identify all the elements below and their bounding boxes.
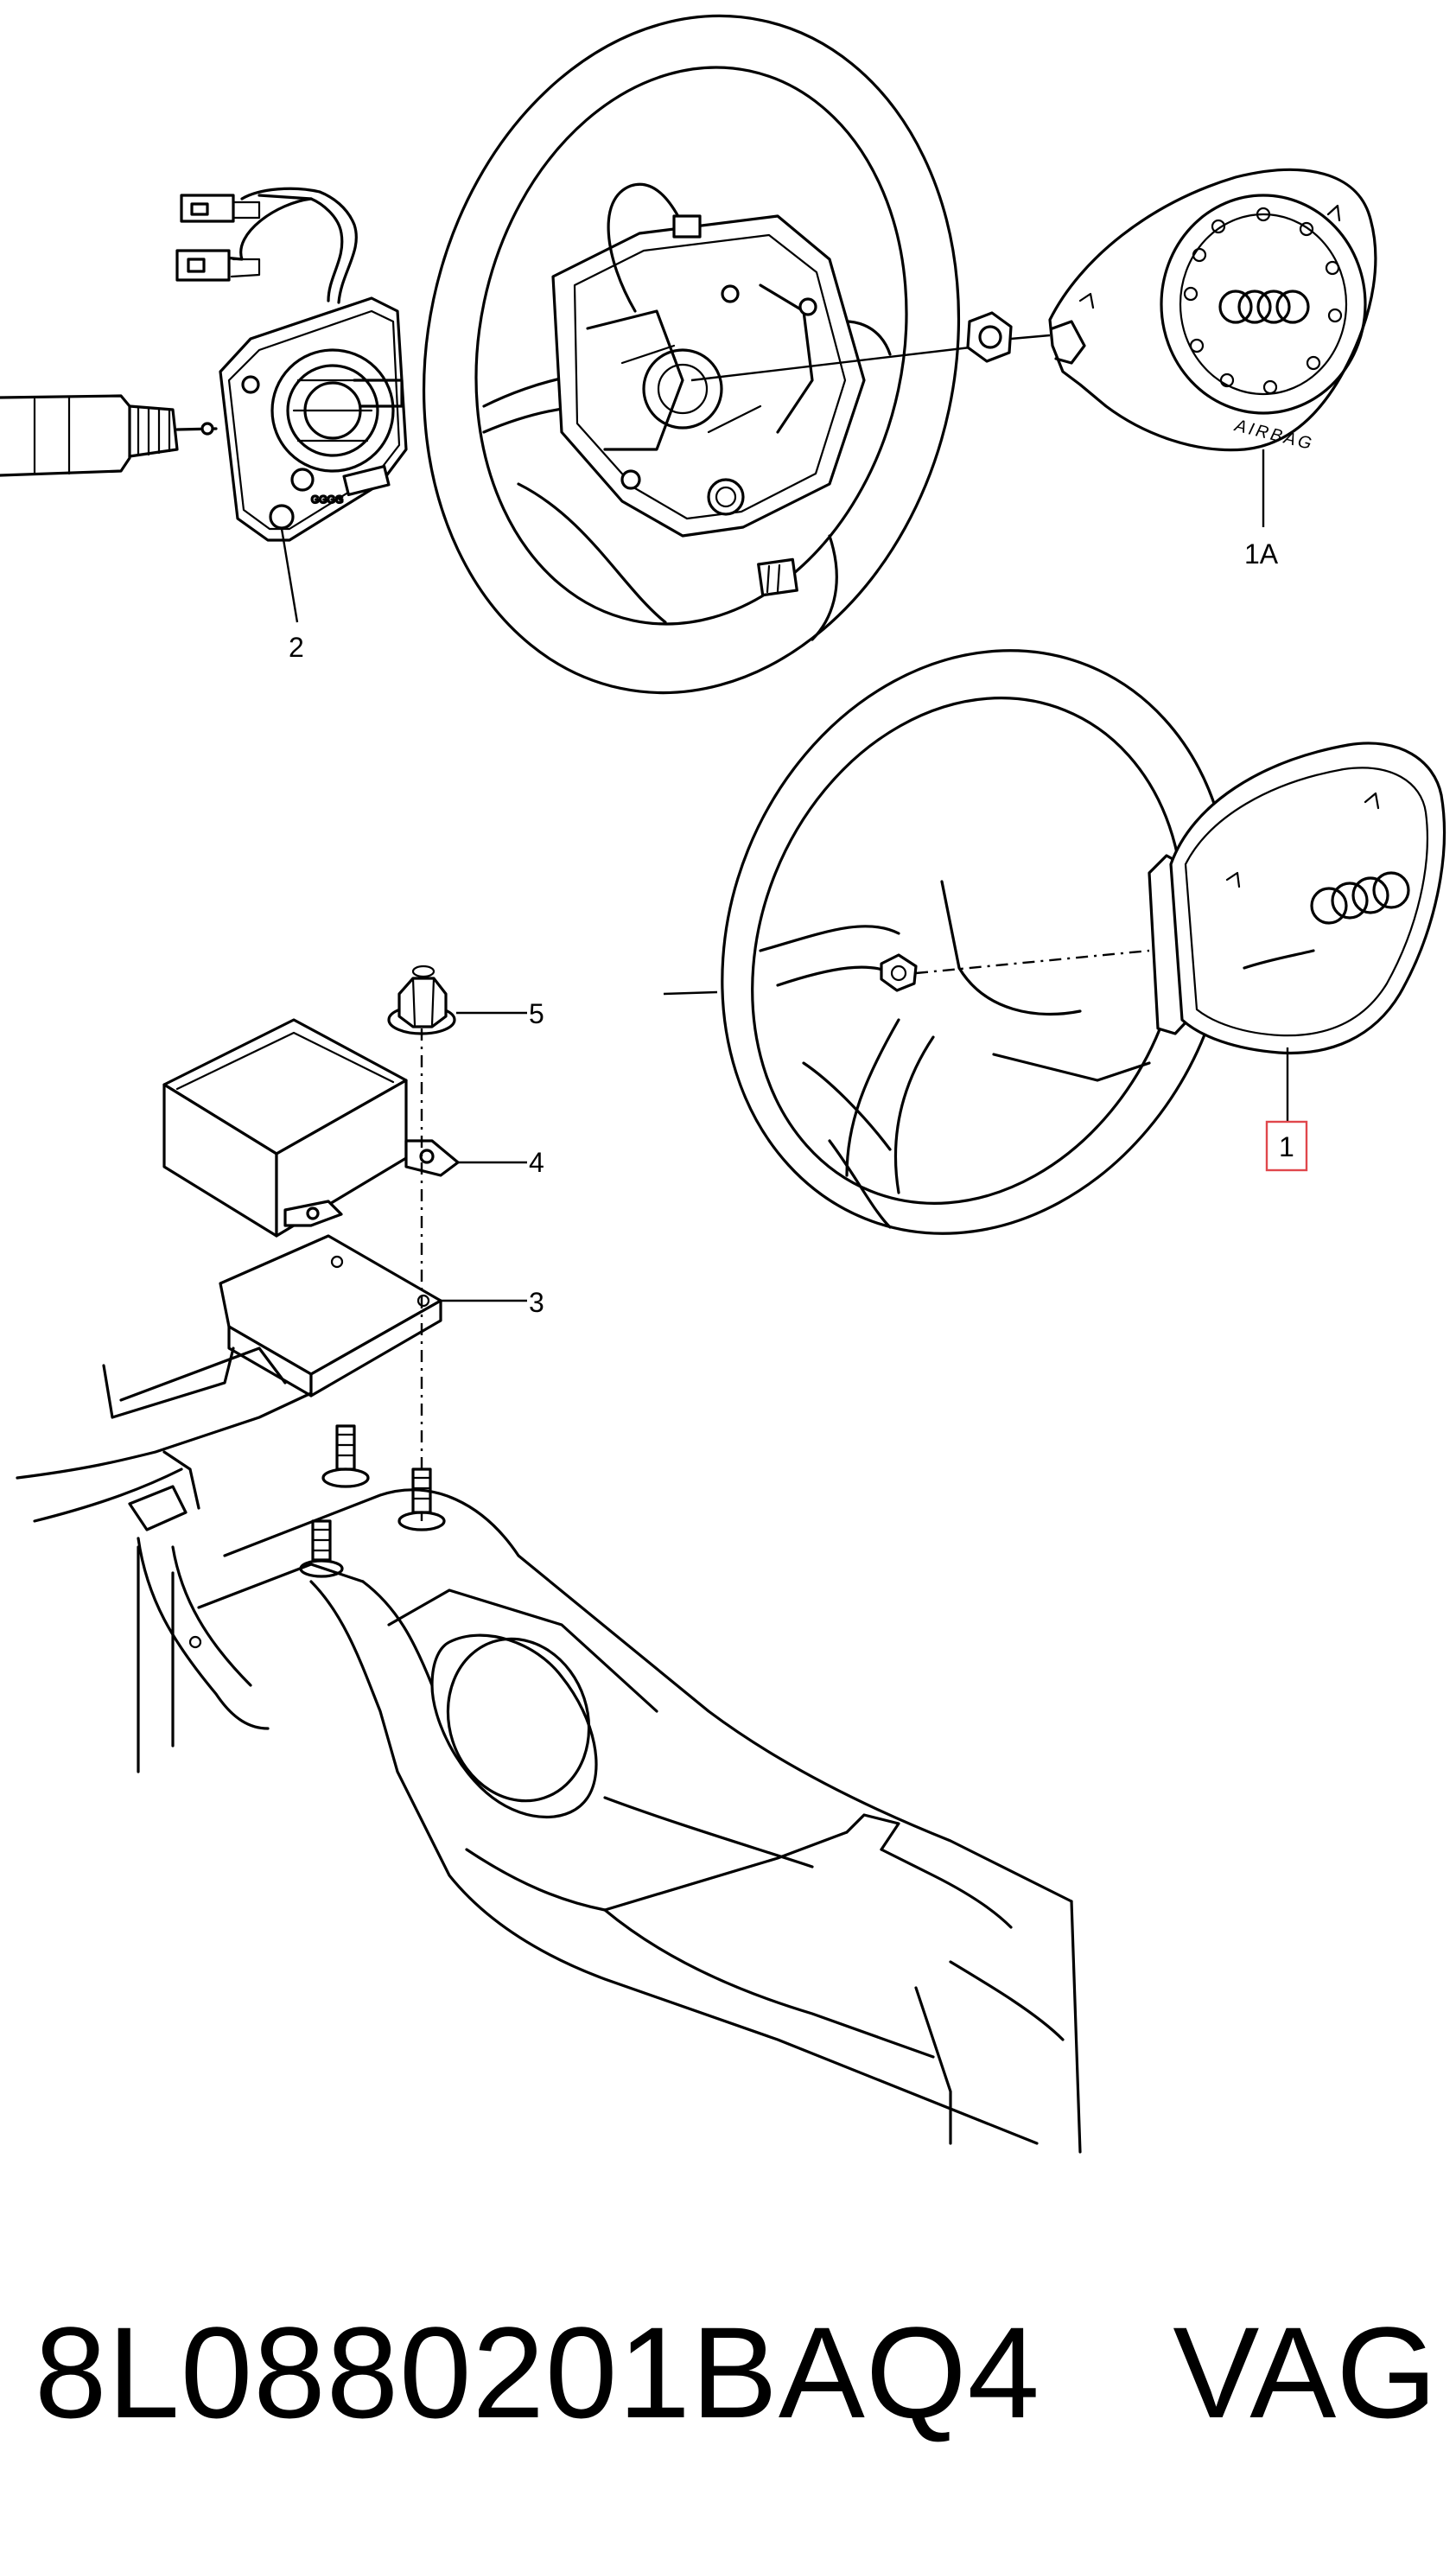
upper-steering-wheel xyxy=(422,14,961,695)
vehicle-floor-tunnel xyxy=(16,1346,1082,2154)
mounting-plate-3 xyxy=(219,1234,442,1397)
brand-name: VAG xyxy=(1173,2300,1437,2445)
airbag-control-unit-4 xyxy=(162,1018,460,1238)
clock-spring-assembly: GGGG xyxy=(0,187,408,542)
airbag-parts-diagram: GGGG 2 xyxy=(0,14,1446,2154)
airbag-unit-1a: AIRBAG xyxy=(1048,168,1377,454)
hex-nut-upper xyxy=(966,311,1013,363)
callout-3: 3 xyxy=(529,1287,544,1318)
flange-nut-5 xyxy=(387,964,456,1035)
callout-2: 2 xyxy=(289,632,304,663)
airbag-unit-1 xyxy=(1148,742,1446,1055)
svg-text:GGGG: GGGG xyxy=(311,493,343,506)
callout-5: 5 xyxy=(529,998,544,1029)
part-number: 8L0880201BAQ4 xyxy=(35,2300,1041,2445)
product-footer: 8L0880201BAQ4 VAG xyxy=(0,2299,1456,2472)
callout-1: 1 xyxy=(1279,1131,1294,1162)
callout-1a: 1A xyxy=(1244,538,1279,570)
callout-4: 4 xyxy=(529,1147,544,1178)
callout-box-1 xyxy=(1265,1120,1308,1172)
